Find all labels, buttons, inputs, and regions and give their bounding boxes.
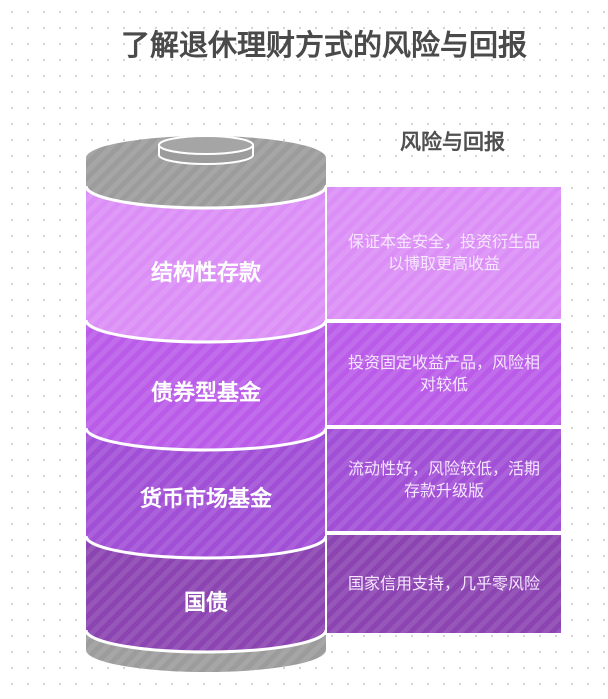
segment-bond-fund [84,320,328,452]
cylinder-cap [84,135,328,210]
description-money-market: 流动性好，风险较低，活期存款升级版 [348,459,541,500]
segment-label-bond-fund: 债券型基金 [150,381,261,406]
description-structured-deposit: 保证本金安全，投资衍生品以博取更高收益 [348,232,541,273]
description-bond-fund: 投资固定收益产品，风险相对较低 [348,353,541,394]
segment-label-structured-deposit: 结构性存款 [150,261,261,286]
segment-money-market [84,428,328,560]
segment-structured-deposit [84,186,328,344]
segment-guozhai [84,536,328,654]
risk-return-heading: 风险与回报 [400,130,505,154]
description-guozhai: 国家信用支持，几乎零风险 [348,574,541,593]
description-boxes [325,185,563,635]
segment-label-guozhai: 国债 [183,591,228,616]
segment-label-money-market: 货币市场基金 [139,487,272,512]
page-title: 了解退休理财方式的风险与回报 [120,28,527,62]
